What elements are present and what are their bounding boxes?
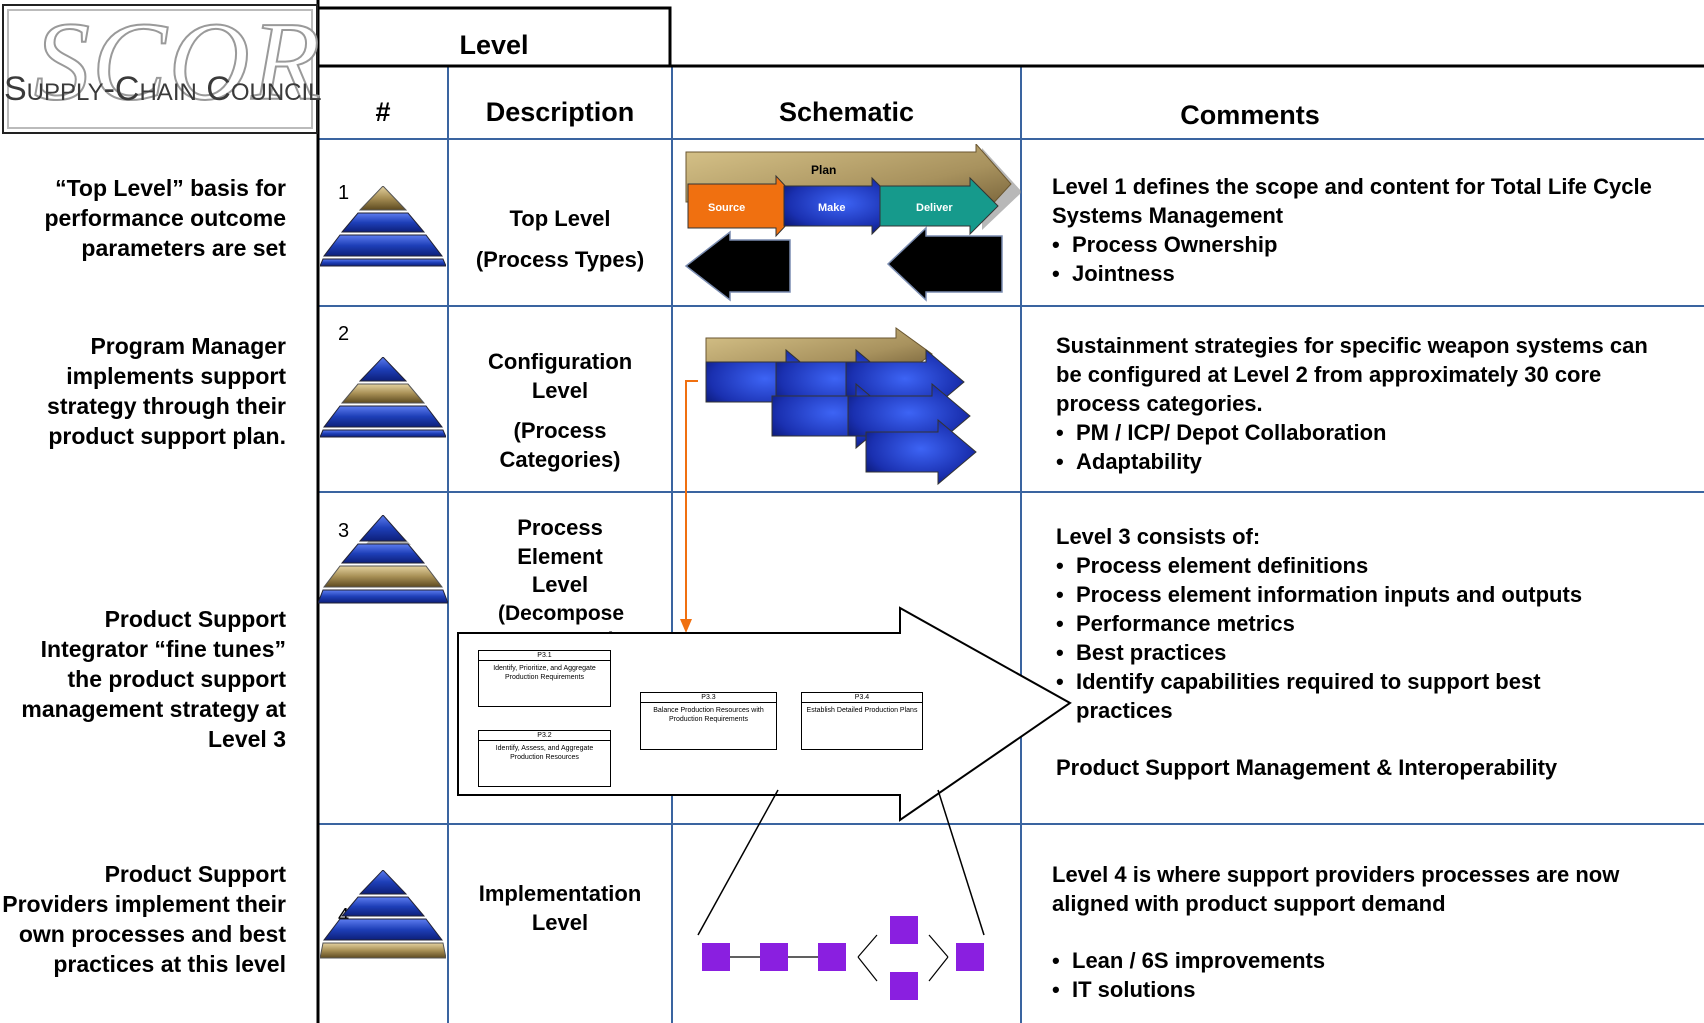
make-label: Make xyxy=(818,202,846,214)
comment-level-3-footer: Product Support Management & Interoperab… xyxy=(1056,755,1558,781)
process-box-p3-2-id: P3.2 xyxy=(479,731,610,741)
side-note-1: “Top Level” basis for performance outcom… xyxy=(44,175,286,261)
workflow-node xyxy=(890,916,918,944)
process-box-p3-3: P3.3 Balance Production Resources with P… xyxy=(640,692,777,750)
comment-level-3-bullet: Identify capabilities required to suppor… xyxy=(1056,667,1596,725)
level-header: Level xyxy=(459,30,529,60)
connector-line xyxy=(680,380,698,633)
pyramid-icon-level-2 xyxy=(320,357,446,438)
process-box-p3-4-id: P3.4 xyxy=(802,693,922,703)
side-note-3: Product Support Integrator “fine tunes” … xyxy=(21,606,286,752)
schematic-level-1: Plan Source Make Deliver xyxy=(684,144,1021,302)
comment-level-1-text: Level 1 defines the scope and content fo… xyxy=(1052,174,1652,229)
comment-level-3-bullet: Performance metrics xyxy=(1056,609,1656,638)
description-level-2-sub: (Process Categories) xyxy=(499,418,621,472)
schematic-header: Schematic xyxy=(778,97,915,127)
workflow-node xyxy=(818,943,846,971)
row-number-1: 1 xyxy=(338,182,350,204)
process-box-p3-1: P3.1 Identify, Prioritize, and Aggregate… xyxy=(478,650,611,707)
workflow-node xyxy=(760,943,788,971)
row-number-3: 3 xyxy=(338,520,350,542)
pyramid-icon-level-3 xyxy=(318,515,448,604)
scor-logo-letters: SCOR xyxy=(33,0,322,125)
comment-level-3-text: Level 3 consists of: xyxy=(1056,524,1261,549)
comment-level-3-bullet: Process element information inputs and o… xyxy=(1056,580,1656,609)
description-level-1-sub: (Process Types) xyxy=(475,246,645,272)
comment-level-2-text: Sustainment strategies for specific weap… xyxy=(1056,333,1648,417)
comment-level-4-bullet: Lean / 6S improvements xyxy=(1052,946,1652,975)
source-label: Source xyxy=(708,202,745,214)
workflow-node xyxy=(956,943,984,971)
pyramid-icon-level-1 xyxy=(320,186,446,267)
comment-level-4-bullet: IT solutions xyxy=(1052,975,1652,1004)
description-level-1: Top Level (Process Types) xyxy=(448,205,672,274)
workflow-node xyxy=(890,972,918,1000)
process-box-p3-4-text: Establish Detailed Production Plans xyxy=(806,707,918,714)
description-level-2-title: Configuration Level xyxy=(488,349,633,403)
comment-level-3-bullet: Process element definitions xyxy=(1056,551,1656,580)
comment-level-2-bullet: PM / ICP/ Depot Collaboration xyxy=(1056,418,1666,447)
comment-level-1-bullet: Process Ownership xyxy=(1052,230,1652,259)
zoom-line-right xyxy=(937,789,985,936)
comment-level-3-bullet: Best practices xyxy=(1056,638,1656,667)
process-box-p3-2: P3.2 Identify, Assess, and Aggregate Pro… xyxy=(478,730,611,787)
comment-level-4-text: Level 4 is where support providers proce… xyxy=(1052,862,1620,917)
supply-chain-council-text: Supply-Chain Council xyxy=(4,70,322,108)
description-level-4-title: Implementation Level xyxy=(478,881,642,935)
deliver-label: Deliver xyxy=(916,202,953,214)
schematic-level-2 xyxy=(705,327,977,486)
num-header: # xyxy=(375,97,391,127)
comment-level-2-bullet: Adaptability xyxy=(1056,447,1666,476)
comment-level-3: Level 3 consists of: Process element def… xyxy=(1056,522,1656,782)
scor-logo: SCOR Supply-Chain Council xyxy=(2,0,322,134)
comment-level-2: Sustainment strategies for specific weap… xyxy=(1056,331,1666,476)
process-box-p3-3-id: P3.3 xyxy=(641,693,776,703)
comment-level-1-bullet: Jointness xyxy=(1052,259,1652,288)
description-level-4: Implementation Level xyxy=(448,880,672,937)
description-level-3: Process Element Level (Decompose Process… xyxy=(448,514,672,654)
pyramid-icon-level-4 xyxy=(320,870,446,959)
description-header: Description xyxy=(485,97,635,127)
row-number-2: 2 xyxy=(338,323,350,345)
schematic-level-4 xyxy=(697,789,985,1000)
comments-header: Comments xyxy=(1180,100,1320,130)
comment-level-4: Level 4 is where support providers proce… xyxy=(1052,860,1652,1004)
process-box-p3-4: P3.4 Establish Detailed Production Plans xyxy=(801,692,923,750)
process-box-p3-2-text: Identify, Assess, and Aggregate Producti… xyxy=(495,745,594,761)
zoom-line-left xyxy=(697,789,779,936)
process-box-p3-1-text: Identify, Prioritize, and Aggregate Prod… xyxy=(493,665,596,681)
plan-label: Plan xyxy=(811,163,836,177)
process-box-p3-1-id: P3.1 xyxy=(479,651,610,661)
description-level-3-title: Process Element Level xyxy=(517,515,603,598)
process-box-p3-3-text: Balance Production Resources with Produc… xyxy=(653,707,764,723)
workflow-node xyxy=(702,943,730,971)
description-level-1-title: Top Level xyxy=(509,206,611,231)
side-note-4: Product Support Providers implement thei… xyxy=(2,861,286,977)
side-note-2: Program Manager implements support strat… xyxy=(47,333,286,449)
comment-level-1: Level 1 defines the scope and content fo… xyxy=(1052,172,1652,288)
description-level-2: Configuration Level (Process Categories) xyxy=(448,348,672,474)
